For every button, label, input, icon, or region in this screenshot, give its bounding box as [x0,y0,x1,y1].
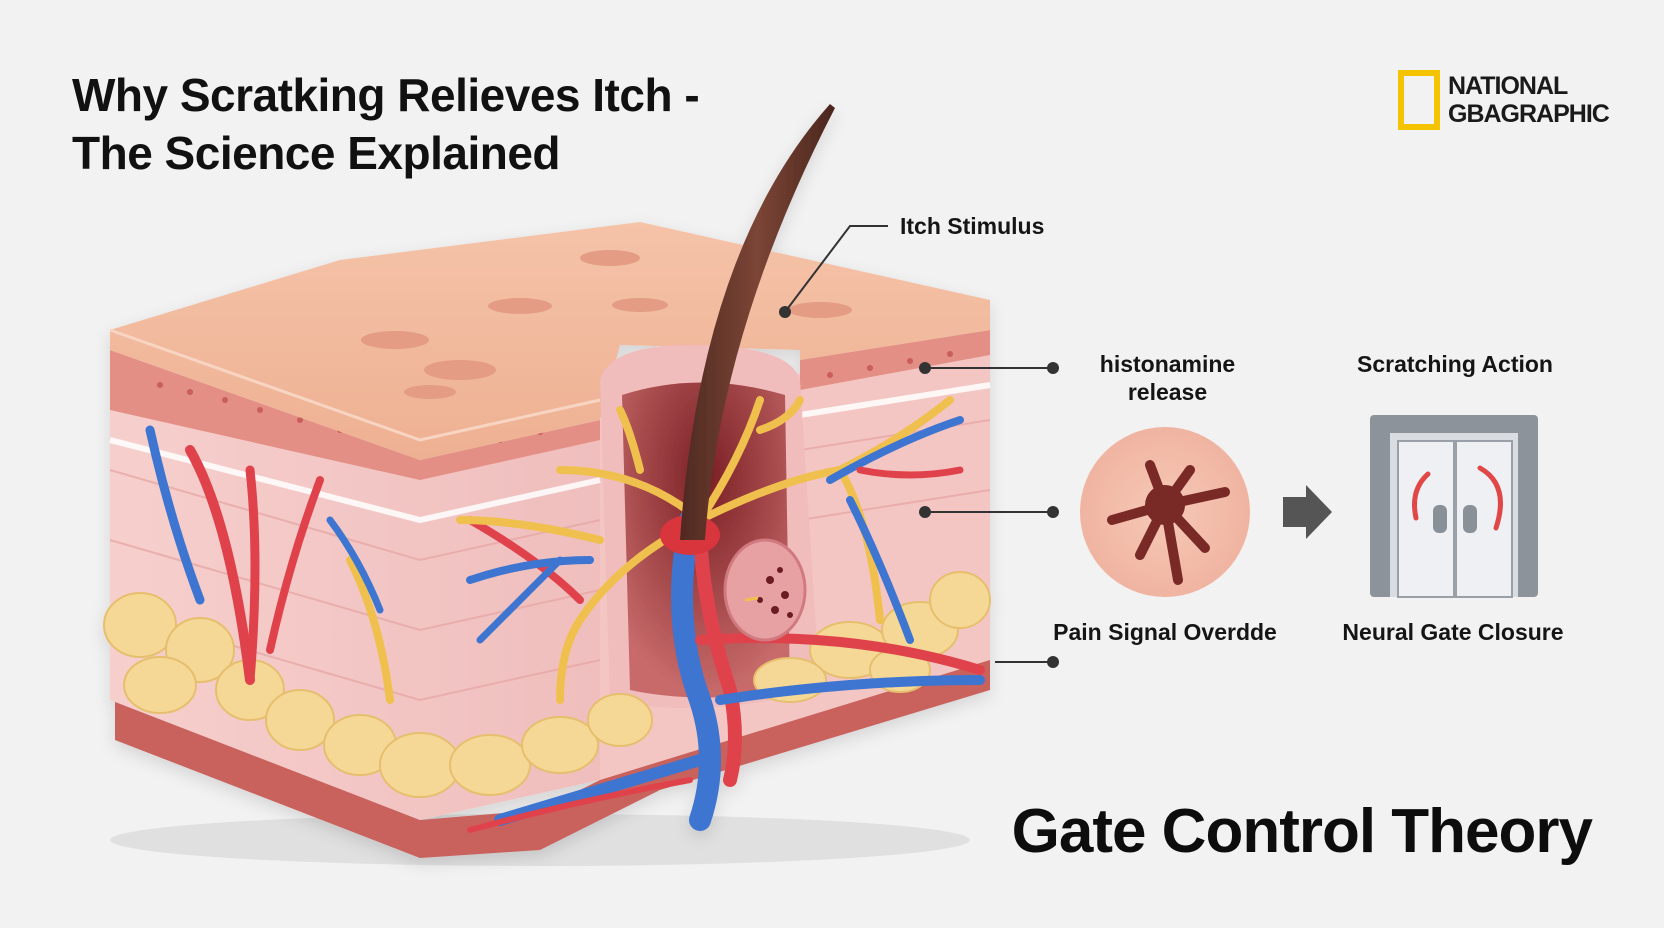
basement-membrane-left [109,437,601,524]
mast-cell-marker [744,596,759,602]
skin-block [103,104,991,858]
page-title: Why Scratking Relieves Itch - The Scienc… [72,66,752,182]
surface-edge [109,328,601,442]
title-line-2: The Science Explained [72,127,561,179]
logo-yellow-frame-icon [1398,70,1440,130]
label-histamine-line-2: release [1127,379,1208,405]
central-trunk [467,509,985,833]
histamine-cell-icon [1080,427,1250,597]
logo-line-1: NATIONAL [1448,72,1568,100]
basement-membrane-right [799,382,991,418]
logo-text: NATIONAL GBAGRAPHIC [1448,72,1610,128]
surface-pores [361,250,852,399]
epidermis-band-left [110,350,600,480]
mast-cell-granules [757,567,793,618]
label-histamine-release: histonamine release [1075,350,1260,406]
hypodermis-base [115,655,990,858]
logo-line-2: GBAGRAPHIC [1448,100,1610,128]
label-scratching-action: Scratching Action [1357,351,1553,377]
arrow-right-icon [1283,485,1332,539]
label-histamine-line-1: histonamine [1099,351,1236,377]
epidermis-band-right [800,330,990,390]
skin-surface [110,222,990,460]
title-line-1: Why Scratking Relieves Itch - [72,69,700,121]
arteries-right [856,466,964,479]
vessels-right [826,416,964,644]
hair-shaft [680,104,835,540]
label-itch-stimulus: Itch Stimulus [900,213,1045,239]
leader-lines [784,225,1053,663]
leader-dots [779,306,1059,668]
gate-control-theory-heading: Gate Control Theory [1011,797,1593,866]
mast-cell-icon [723,538,807,642]
label-neural-gate: Neural Gate Closure [1342,619,1564,645]
label-pain-signal: Pain Signal Overdde [1053,619,1277,645]
vessels-left [145,425,604,704]
neural-gate-icon [1370,415,1538,598]
